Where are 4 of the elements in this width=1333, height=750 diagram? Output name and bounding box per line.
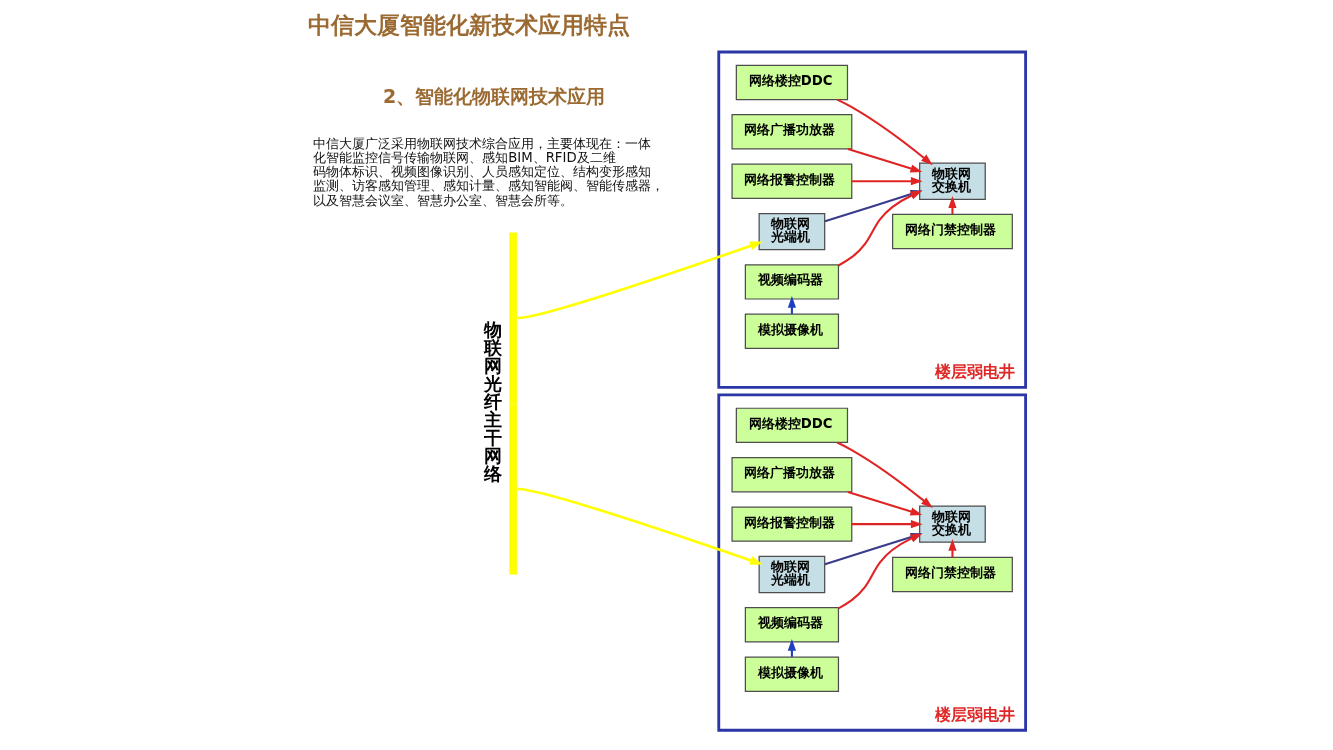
diagram-title: 中信大厦智能化新技术应用特点 — [307, 12, 630, 39]
node-label: 物联网光纤主干网络 — [483, 318, 502, 485]
label: 中信大厦广泛采用物联网技术综合应用，主要体现在：一体化智能监控信号传输物联网、感知BIM、RFID及二维码物体标识、视频图像识别、人员感知定位、结构变形感知监测、访客感知管理、感知计量、感知智能阀、智能传感器，以及智慧会议室、智慧办公室、智慧会所等。 — [312, 135, 664, 208]
label: 2、智能化物联网技术应用 — [382, 85, 605, 108]
